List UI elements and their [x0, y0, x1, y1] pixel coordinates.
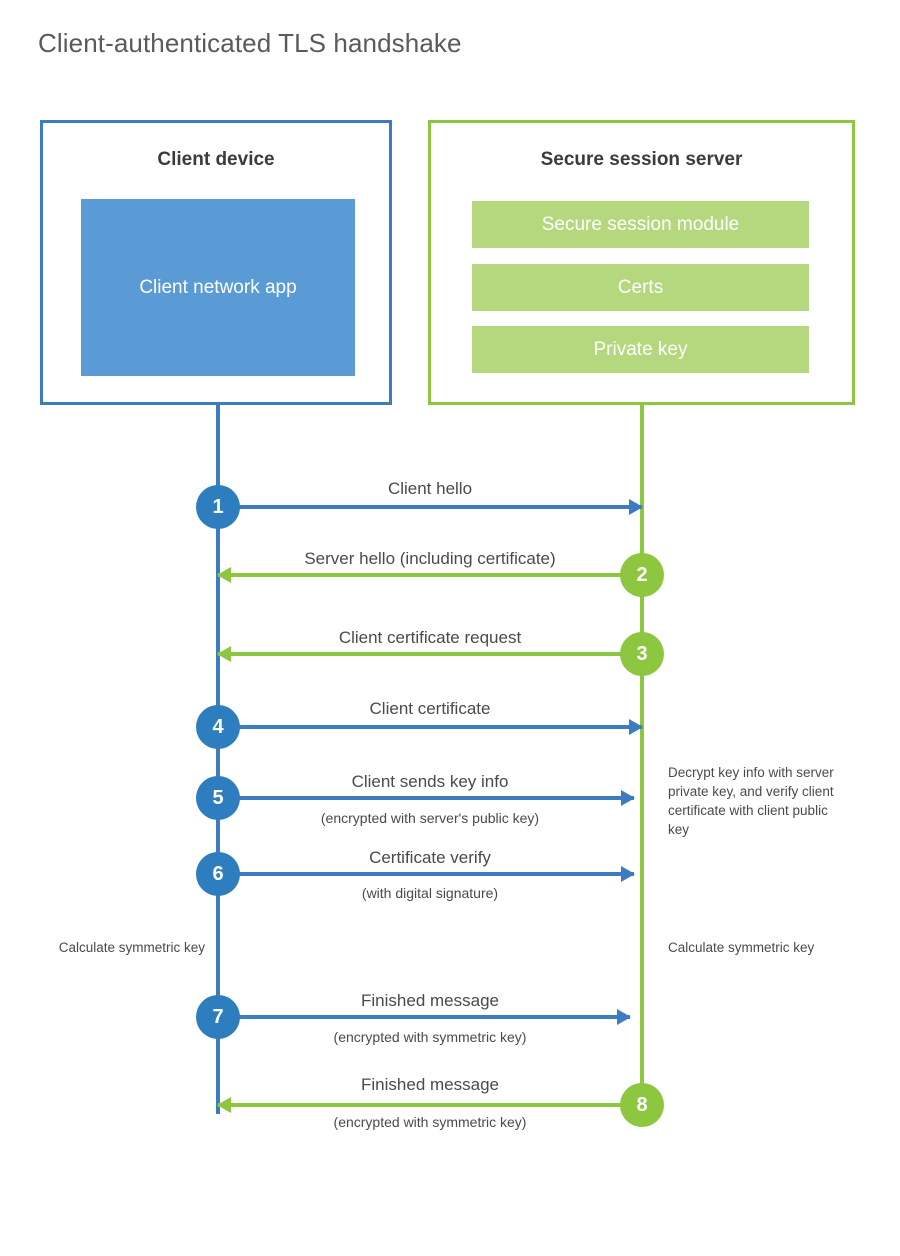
server-component-certs: Certs — [472, 264, 809, 311]
step-circle-4[interactable]: 4 — [196, 705, 240, 749]
step-circle-6[interactable]: 6 — [196, 852, 240, 896]
message-arrow-3 — [217, 646, 642, 662]
arrowhead-right-icon — [621, 866, 635, 882]
message-label-2: Server hello (including certificate) — [304, 549, 556, 568]
arrowhead-left-icon — [217, 646, 231, 662]
message-label-1: Client hello — [387, 479, 473, 498]
message-label-8: Finished message — [361, 1075, 499, 1094]
server-calculate-symmetric-key-note: Calculate symmetric key — [668, 940, 815, 955]
arrowhead-left-icon — [217, 1097, 231, 1113]
arrowhead-right-icon — [629, 499, 643, 515]
server-component-private-key: Private key — [472, 326, 809, 373]
message-sublabel-7: (encrypted with symmetric key) — [333, 1029, 527, 1045]
message-label-5: Client sends key info — [351, 772, 509, 791]
server-lifeline — [640, 402, 644, 1106]
step-circle-5[interactable]: 5 — [196, 776, 240, 820]
arrowhead-right-icon — [617, 1009, 631, 1025]
arrowhead-right-icon — [621, 790, 635, 806]
step-circle-1[interactable]: 1 — [196, 485, 240, 529]
message-arrow-7 — [218, 1009, 631, 1025]
step-circle-8[interactable]: 8 — [620, 1083, 664, 1127]
client-device-title: Client device — [157, 149, 275, 170]
step-circle-2[interactable]: 2 — [620, 553, 664, 597]
message-sublabel-5: (encrypted with server's public key) — [320, 810, 540, 826]
message-label-6: Certificate verify — [369, 848, 491, 867]
message-arrow-2 — [217, 567, 642, 583]
secure-session-server-box: Secure session server Secure session mod… — [428, 120, 855, 405]
secure-session-server-title: Secure session server — [540, 149, 743, 170]
arrowhead-right-icon — [629, 719, 643, 735]
message-label-3: Client certificate request — [338, 628, 522, 647]
server-decrypt-note: Decrypt key info with server private key… — [668, 765, 834, 838]
step-circle-7[interactable]: 7 — [196, 995, 240, 1039]
message-arrow-8 — [217, 1097, 642, 1113]
client-lifeline — [216, 402, 220, 1114]
step-circle-3[interactable]: 3 — [620, 632, 664, 676]
message-label-4: Client certificate — [369, 699, 491, 718]
server-component-secure-session-module: Secure session module — [472, 201, 809, 248]
client-network-app-block: Client network app — [81, 199, 355, 376]
client-calculate-symmetric-key-note: Calculate symmetric key — [58, 940, 205, 955]
message-label-7: Finished message — [361, 991, 499, 1010]
message-sublabel-6: (with digital signature) — [361, 885, 499, 901]
arrowhead-left-icon — [217, 567, 231, 583]
message-sublabel-8: (encrypted with symmetric key) — [333, 1114, 527, 1130]
message-arrow-4 — [218, 719, 643, 735]
message-arrow-5 — [218, 790, 635, 806]
message-arrow-6 — [218, 866, 635, 882]
message-arrow-1 — [218, 499, 643, 515]
page-title: Client-authenticated TLS handshake — [38, 28, 462, 58]
client-device-box: Client device Client network app — [40, 120, 392, 405]
